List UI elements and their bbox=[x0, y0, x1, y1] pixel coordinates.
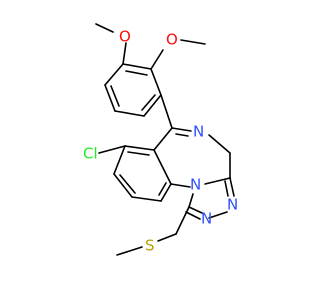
bond-dmp-4 bbox=[114, 110, 145, 117]
bond-dmp-inner-3 bbox=[110, 85, 120, 107]
atom-label-n-triazole-a: N bbox=[227, 196, 238, 214]
bond-benzo-6 bbox=[153, 149, 172, 185]
bond-n1-c3a bbox=[204, 177, 231, 185]
bond-methyl-o-top bbox=[95, 23, 114, 33]
bond-ch2-s bbox=[157, 233, 177, 242]
atom-labels: O O N Cl N N N S bbox=[83, 28, 238, 255]
bond-ring-o-right bbox=[150, 49, 164, 70]
bond-n4-ch2 bbox=[208, 134, 231, 154]
atom-label-s: S bbox=[145, 237, 155, 255]
bond-c1-ch2 bbox=[175, 206, 190, 235]
bond-dmp-5 bbox=[104, 84, 116, 112]
bond-benzo-inner-2 bbox=[119, 174, 136, 194]
bond-benzo-inner-3 bbox=[158, 182, 167, 196]
bond-c3a-n3-double bbox=[229, 177, 235, 197]
bond-benzo-cl bbox=[98, 145, 126, 154]
bond-dmp-3 bbox=[143, 94, 162, 117]
bond-c3a-n3-inner bbox=[224, 180, 229, 197]
bond-dmp-inner-1 bbox=[125, 70, 148, 76]
bond-dmp-inner-2 bbox=[141, 94, 156, 111]
atom-label-o-top: O bbox=[119, 28, 131, 46]
bond-c5-c5a bbox=[153, 127, 173, 151]
bond-benzo-2 bbox=[113, 145, 126, 175]
bond-n2-c1-double bbox=[188, 206, 203, 214]
bond-n3-n2 bbox=[208, 211, 228, 219]
bond-c5-n4-double bbox=[171, 127, 192, 132]
bond-benzo-1 bbox=[124, 145, 155, 151]
atom-label-o-right: O bbox=[166, 31, 178, 49]
bond-benzo-5 bbox=[160, 183, 172, 202]
bond-c5-n4-double-inner bbox=[175, 133, 189, 137]
atom-label-cl: Cl bbox=[83, 145, 98, 163]
atom-label-n-ring: N bbox=[190, 176, 201, 194]
bond-s-methyl bbox=[116, 246, 143, 256]
atom-label-n-triazole-b: N bbox=[201, 210, 212, 228]
bond-c1-n1 bbox=[188, 193, 194, 208]
bond-n2-c1-inner bbox=[185, 211, 201, 220]
bond-benzo-4 bbox=[131, 196, 162, 202]
bond-lines bbox=[95, 23, 235, 256]
bond-dmp-2 bbox=[150, 68, 162, 96]
bond-o-top-ring bbox=[122, 42, 127, 65]
bond-o-right-methyl bbox=[180, 39, 206, 45]
bond-benzo-3 bbox=[113, 173, 133, 198]
bond-dmp-1 bbox=[122, 63, 152, 70]
bond-c9a-n1 bbox=[170, 183, 191, 188]
atom-label-n-imine: N bbox=[193, 123, 204, 141]
bond-benzo-inner-1 bbox=[127, 151, 150, 156]
bond-aryl-imine-carbon bbox=[160, 94, 173, 129]
bond-dmp-6 bbox=[104, 63, 124, 86]
molecule-structure: O O N Cl N N N S bbox=[83, 23, 239, 256]
